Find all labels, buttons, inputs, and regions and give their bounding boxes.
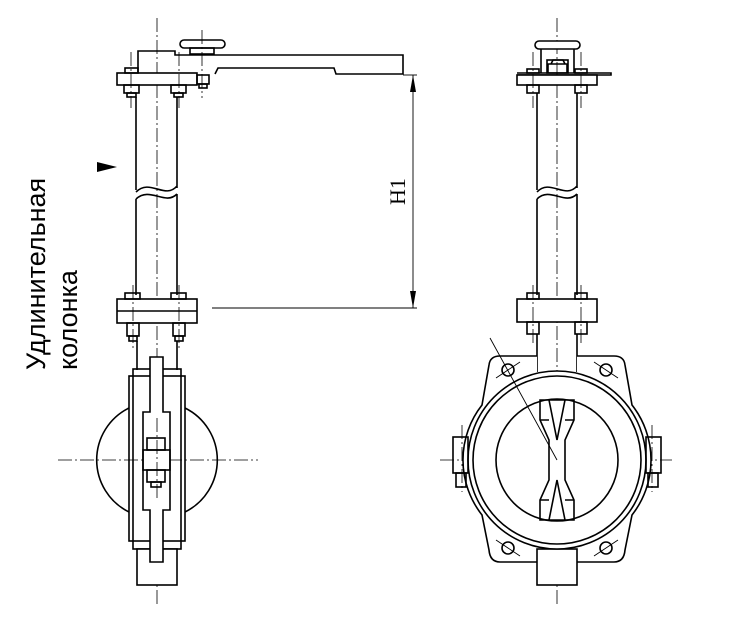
lever-plate bbox=[137, 50, 404, 75]
side-view: H1 bbox=[58, 18, 417, 605]
handwheel-knob bbox=[534, 40, 581, 50]
front-view bbox=[440, 18, 672, 605]
caption-line-2: колонка bbox=[53, 270, 83, 370]
handwheel-knob bbox=[179, 39, 226, 49]
top-flange bbox=[116, 72, 198, 86]
arrow-marker bbox=[97, 162, 117, 172]
extension-column bbox=[135, 97, 178, 295]
caption-line-1: Удлинительная bbox=[21, 177, 51, 370]
extension-column bbox=[536, 93, 578, 295]
disc-section bbox=[142, 356, 171, 563]
dimension-label: H1 bbox=[385, 178, 410, 205]
caption-extension-column: Удлинительная колонка bbox=[20, 178, 84, 370]
top-flange bbox=[516, 74, 598, 86]
bore bbox=[495, 398, 619, 522]
bottom-flange bbox=[516, 298, 598, 323]
